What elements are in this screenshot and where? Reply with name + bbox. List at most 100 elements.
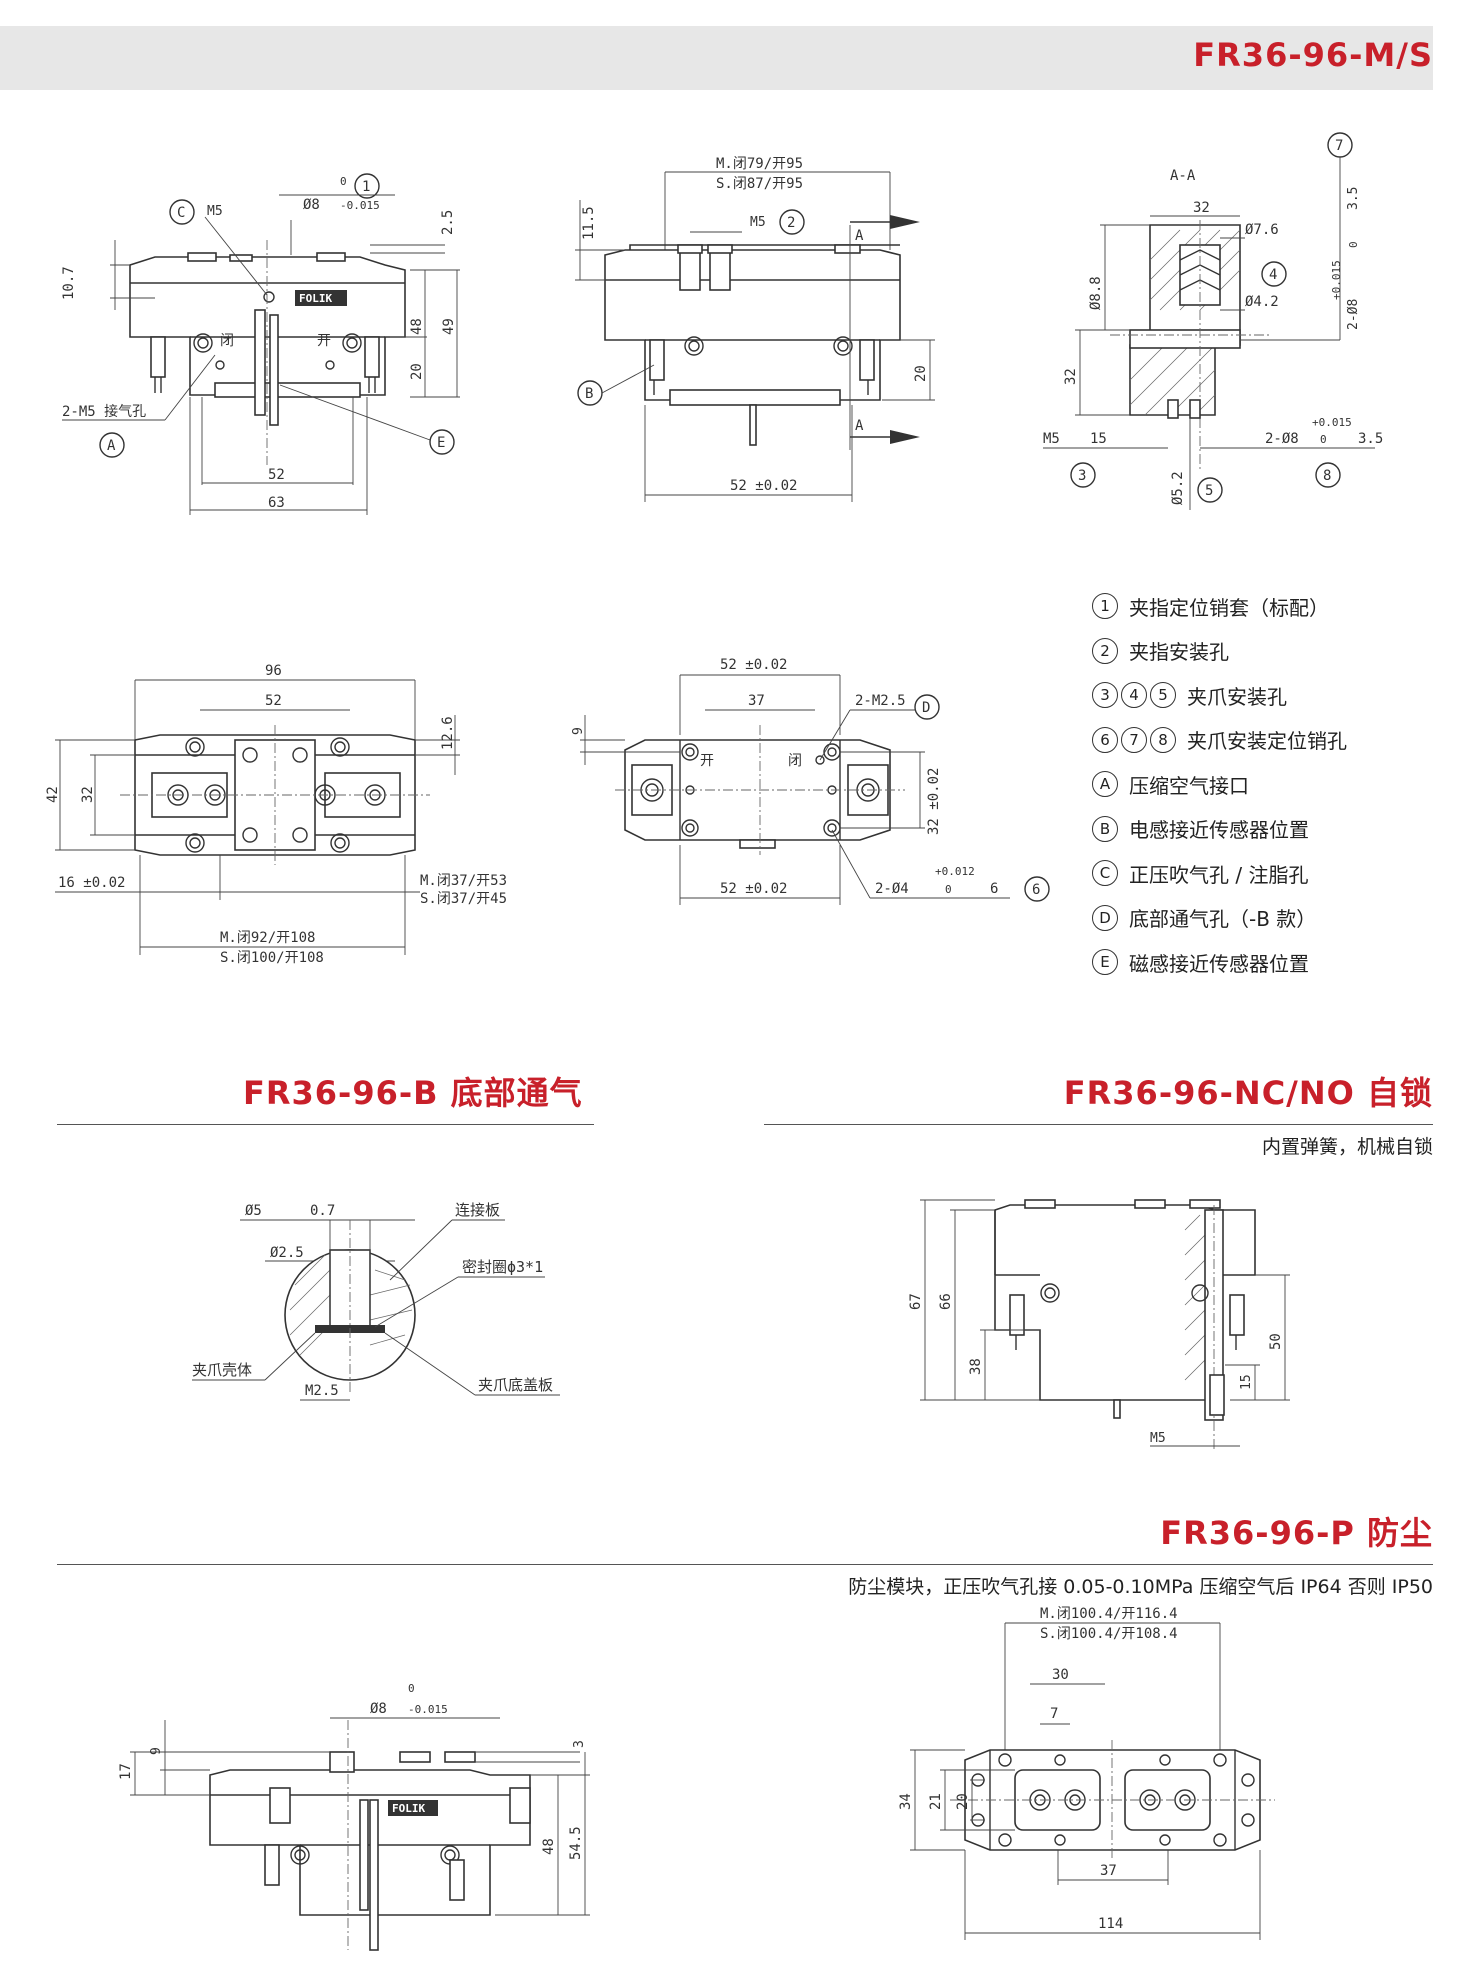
dusttop-dim-37: 37 xyxy=(1100,1863,1117,1879)
bot-dim-32: 32 ±0.02 xyxy=(926,768,942,835)
callout-7: 7 xyxy=(1335,138,1343,154)
callout-b: B xyxy=(585,386,593,402)
vent-dim-depth: 0.7 xyxy=(310,1203,335,1219)
top-dim-m-stroke: M.闭37/开53 xyxy=(420,873,507,889)
dim-11-5: 11.5 xyxy=(581,206,597,240)
label-m5: M5 xyxy=(207,204,223,219)
callout-c: C xyxy=(177,205,185,221)
lock-dim-38: 38 xyxy=(968,1358,984,1375)
vent-detail-drawing: Ø5 0.7 Ø2.5 连接板 密封圈ϕ3*1 夹爪壳体 夹爪底盖板 M2.5 xyxy=(192,1201,560,1401)
dim-side-m5: M5 xyxy=(750,215,766,230)
section-divider-b xyxy=(57,1124,594,1125)
legend-item: C 正压吹气孔 / 注脂孔 xyxy=(1092,851,1432,896)
lock-dim-67: 67 xyxy=(908,1293,924,1310)
dusttop-dim-34: 34 xyxy=(898,1793,914,1810)
legend-text: 夹爪安装定位销孔 xyxy=(1187,729,1347,754)
legend-text: 夹指安装孔 xyxy=(1129,640,1229,665)
lock-dim-66: 66 xyxy=(938,1293,954,1310)
legend-mark: 3 xyxy=(1092,682,1118,709)
callout-d: D xyxy=(922,700,930,716)
top-dim-42: 42 xyxy=(45,786,61,803)
vent-dim-phi5: Ø5 xyxy=(245,1203,262,1219)
dusttop-dim-30: 30 xyxy=(1052,1667,1069,1683)
dusttop-dim-20: 20 xyxy=(955,1793,971,1810)
dust-dim-9: 9 xyxy=(149,1747,164,1755)
legend-mark: 1 xyxy=(1092,593,1118,620)
legend-text: 底部通气孔（-B 款） xyxy=(1129,907,1317,932)
section-view-drawing: A-A 32 Ø7.6 Ø4.2 4 Ø8.8 32 7 3.5 +0.015 … xyxy=(1043,132,1383,510)
legend-mark: D xyxy=(1092,904,1118,931)
front-view-drawing: FOLIK 闭 开 10.7 49 48 20 2.5 Ø8 0 -0.015 … xyxy=(61,173,460,515)
vent-dim-m2-5: M2.5 xyxy=(305,1383,339,1399)
sec-dim-phi4-2: Ø4.2 xyxy=(1245,294,1279,310)
callout-a: A xyxy=(107,438,116,454)
callout-5: 5 xyxy=(1205,483,1213,499)
header-band xyxy=(0,26,1433,90)
sec-dim-phi7-6: Ø7.6 xyxy=(1245,222,1279,238)
sec-dim-15: 15 xyxy=(1090,431,1107,447)
legend-mark: E xyxy=(1092,949,1118,976)
dusttop-dim-s: S.闭100.4/开108.4 xyxy=(1040,1626,1178,1642)
bot-dim-2m2-5: 2-M2.5 xyxy=(855,693,906,709)
dim-phi8-upper: 0 xyxy=(340,175,347,188)
bot-dim-52-bottom: 52 ±0.02 xyxy=(720,881,787,897)
legend-mark: 4 xyxy=(1121,682,1147,709)
bot-label-close: 闭 xyxy=(788,753,802,769)
dusttop-dim-m: M.闭100.4/开116.4 xyxy=(1040,1606,1178,1622)
dust-dim-48: 48 xyxy=(541,1838,557,1855)
sec-dim-zero-bottom: 0 xyxy=(1320,433,1327,446)
dim-52: 52 xyxy=(268,467,285,483)
legend-mark: 6 xyxy=(1092,726,1118,753)
dust-front-drawing: FOLIK 17 9 Ø8 0 -0.015 3 48 54.5 xyxy=(118,1682,590,1951)
vent-dim-phi2-5: Ø2.5 xyxy=(270,1245,304,1261)
dim-48: 48 xyxy=(409,318,425,335)
legend-text: 夹指定位销套（标配） xyxy=(1129,595,1329,620)
callout-1: 1 xyxy=(362,179,370,195)
bot-dim-depth: 6 xyxy=(990,881,998,897)
dust-dim-54-5: 54.5 xyxy=(568,1826,584,1860)
top-dim-16: 16 ±0.02 xyxy=(58,875,125,891)
section-title-nc-no: FR36-96-NC/NO 自锁 xyxy=(1063,1074,1433,1112)
section-divider-p xyxy=(57,1564,1433,1565)
sec-dim-3-5-bottom: 3.5 xyxy=(1358,431,1383,447)
legend-item: D 底部通气孔（-B 款） xyxy=(1092,896,1432,941)
sec-dim-2phi8-bottom: 2-Ø8 xyxy=(1265,431,1299,447)
sec-dim-phi5-2: Ø5.2 xyxy=(1170,471,1186,505)
dust-dim-phi8-upper: 0 xyxy=(408,1682,415,1695)
dim-side-20: 20 xyxy=(913,365,929,382)
section-note-p: 防尘模块，正压吹气孔接 0.05-0.10MPa 压缩空气后 IP64 否则 I… xyxy=(848,1576,1433,1598)
sec-dim-32-top: 32 xyxy=(1193,200,1210,216)
dim-s-close-open: S.闭87/开95 xyxy=(716,176,803,192)
dim-10-7: 10.7 xyxy=(61,266,77,300)
front-label-close: 闭 xyxy=(220,333,234,349)
top-view-drawing: 96 52 42 32 12.6 16 ±0.02 M.闭37/开53 S.闭3… xyxy=(45,663,507,966)
callout-3: 3 xyxy=(1078,468,1086,484)
dim-49: 49 xyxy=(441,318,457,335)
dim-m-close-open: M.闭79/开95 xyxy=(716,156,803,172)
dusttop-dim-114: 114 xyxy=(1098,1916,1123,1932)
legend-text: 正压吹气孔 / 注脂孔 xyxy=(1129,862,1309,887)
bot-dim-9: 9 xyxy=(571,727,586,735)
bottom-view-drawing: 52 ±0.02 37 开 闭 9 2-M2.5 D 32 ±0.02 52 ±… xyxy=(571,657,1050,905)
label-2m5-air: 2-M5 接气孔 xyxy=(62,403,146,420)
dim-side-52: 52 ±0.02 xyxy=(730,478,797,494)
self-lock-drawing: 67 66 38 50 15 M5 xyxy=(908,1199,1290,1450)
lock-dim-50: 50 xyxy=(1268,1333,1284,1350)
section-title-p: FR36-96-P 防尘 xyxy=(1160,1514,1433,1552)
sec-dim-zero-top: 0 xyxy=(1347,241,1360,248)
sec-dim-phi8-8: Ø8.8 xyxy=(1088,276,1104,310)
lock-dim-m5: M5 xyxy=(1150,1431,1166,1446)
vent-label-cover: 夹爪底盖板 xyxy=(478,1376,553,1394)
top-dim-96: 96 xyxy=(265,663,282,679)
page-title: FR36-96-M/S xyxy=(1193,36,1433,74)
dust-top-drawing: M.闭100.4/开116.4 S.闭100.4/开108.4 30 7 34 … xyxy=(898,1606,1275,1940)
legend-mark: C xyxy=(1092,860,1118,887)
legend-text: 夹爪安装孔 xyxy=(1187,684,1287,709)
top-dim-m-width: M.闭92/开108 xyxy=(220,930,315,946)
bot-dim-52-top: 52 ±0.02 xyxy=(720,657,787,673)
dim-63: 63 xyxy=(268,495,285,511)
